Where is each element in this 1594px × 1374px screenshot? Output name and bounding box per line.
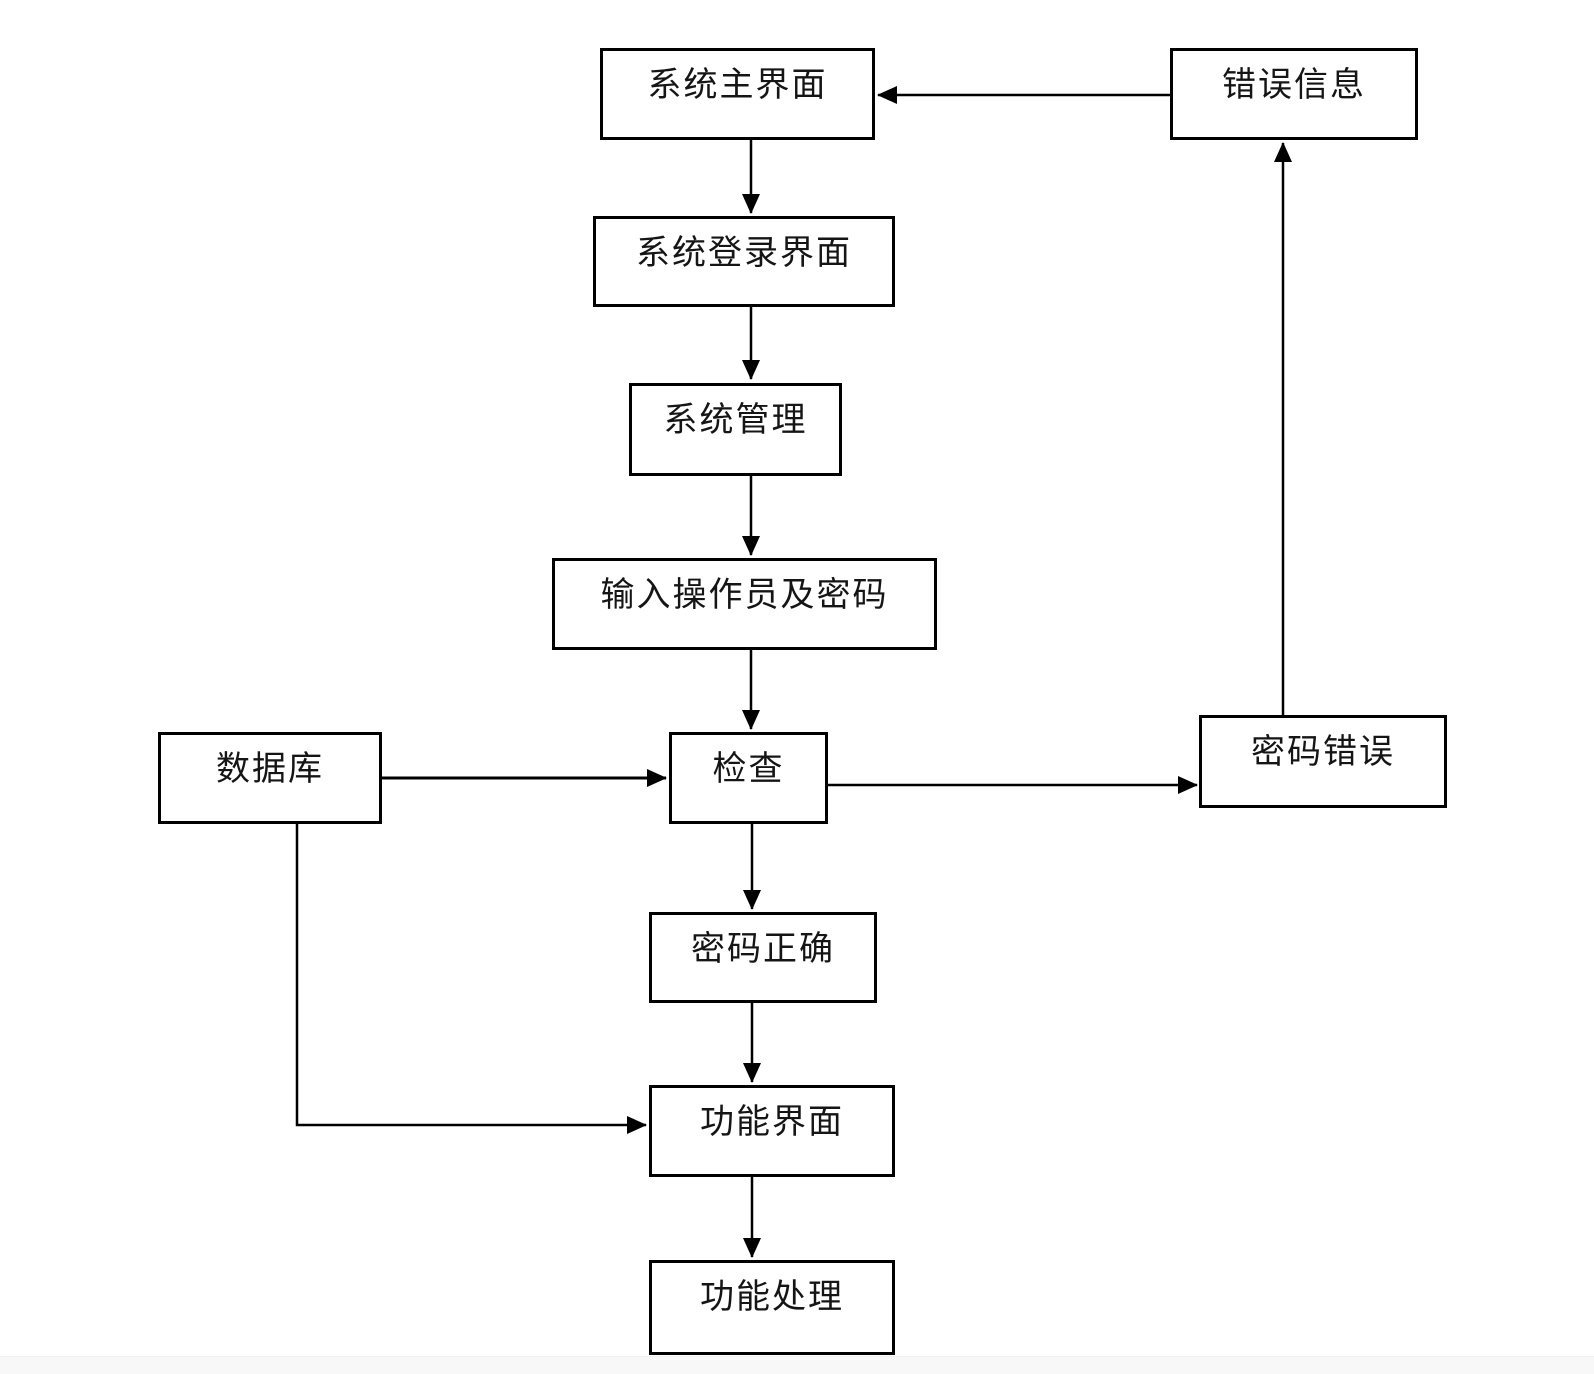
node-input-operator-password-label: 输入操作员及密码 [600, 577, 889, 614]
node-function-ui-label: 功能界面 [700, 1104, 844, 1141]
node-system-main-ui-label: 系统主界面 [647, 67, 828, 104]
node-password-wrong: 密码错误 [1199, 715, 1447, 808]
node-input-operator-password: 输入操作员及密码 [552, 558, 937, 650]
node-system-main-ui: 系统主界面 [600, 48, 875, 140]
node-system-login-ui-label: 系统登录界面 [636, 235, 852, 272]
node-check-label: 检查 [712, 751, 785, 788]
node-function-processing: 功能处理 [649, 1260, 895, 1355]
node-error-info-label: 错误信息 [1222, 67, 1366, 104]
node-password-correct: 密码正确 [649, 912, 877, 1003]
page-bottom-strip [0, 1356, 1594, 1374]
node-check: 检查 [669, 732, 828, 824]
node-function-ui: 功能界面 [649, 1085, 895, 1177]
node-error-info: 错误信息 [1170, 48, 1418, 140]
node-database-label: 数据库 [216, 751, 324, 788]
node-system-management: 系统管理 [629, 383, 842, 476]
node-password-wrong-label: 密码错误 [1251, 734, 1395, 771]
node-database: 数据库 [158, 732, 382, 824]
node-function-processing-label: 功能处理 [700, 1279, 844, 1316]
node-password-correct-label: 密码正确 [691, 931, 835, 968]
node-system-login-ui: 系统登录界面 [593, 216, 895, 307]
node-system-management-label: 系统管理 [663, 402, 808, 439]
edge-database-to-function-ui [295, 824, 647, 1134]
